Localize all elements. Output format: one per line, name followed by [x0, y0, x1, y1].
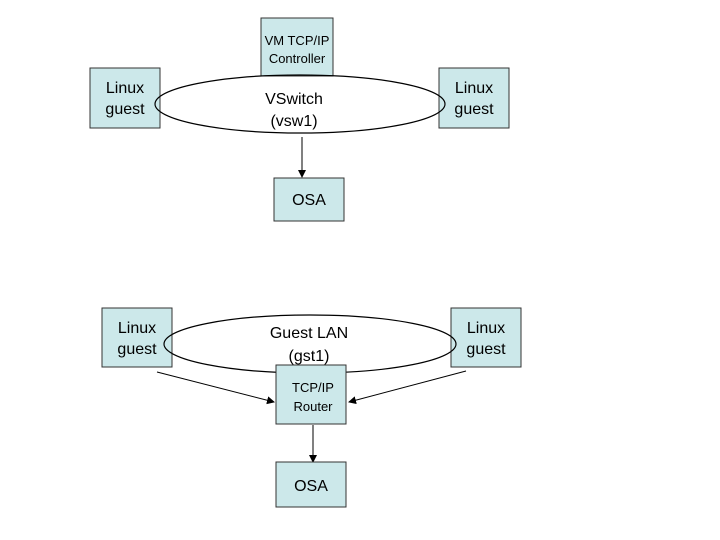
controller-label-line2: Controller	[269, 51, 326, 66]
left-guest-to-router-arrow	[156, 371, 275, 405]
top-section: VM TCP/IP Controller Linux guest Linux g…	[89, 17, 510, 222]
controller-label-line1: VM TCP/IP	[265, 33, 330, 48]
top-osa-box	[273, 177, 345, 222]
right-guest-to-router-arrow	[348, 370, 467, 405]
top-left-guest-line1: Linux	[106, 80, 144, 97]
vswitch-label-line1: VSwitch	[265, 91, 323, 108]
bottom-osa-label: OSA	[294, 478, 328, 495]
vswitch-ring	[154, 74, 446, 134]
bottom-right-guest-line1: Linux	[467, 320, 505, 337]
tcpip-router-box	[275, 364, 347, 425]
bottom-osa-box	[275, 461, 347, 508]
bottom-left-guest-line1: Linux	[118, 320, 156, 337]
top-right-linux-guest-box	[438, 67, 510, 129]
bottom-left-linux-guest-box	[101, 307, 173, 368]
bottom-left-guest-line2: guest	[117, 341, 157, 358]
top-left-linux-guest-box	[89, 67, 161, 129]
bottom-right-linux-guest-box	[450, 307, 522, 368]
top-right-guest-line1: Linux	[455, 80, 493, 97]
bottom-section: Linux guest Linux guest Guest LAN (gst1)…	[101, 307, 522, 508]
guest-lan-label-line2: (gst1)	[289, 348, 330, 365]
top-right-guest-line2: guest	[454, 101, 494, 118]
top-osa-label: OSA	[292, 192, 326, 209]
bottom-right-guest-line2: guest	[466, 341, 506, 358]
vm-tcpip-controller-box	[260, 17, 334, 77]
top-left-guest-line2: guest	[105, 101, 145, 118]
guest-lan-label-line1: Guest LAN	[270, 325, 348, 342]
vswitch-label-line2: (vsw1)	[270, 113, 317, 130]
router-label-line2: Router	[293, 399, 333, 414]
router-label-line1: TCP/IP	[292, 380, 334, 395]
